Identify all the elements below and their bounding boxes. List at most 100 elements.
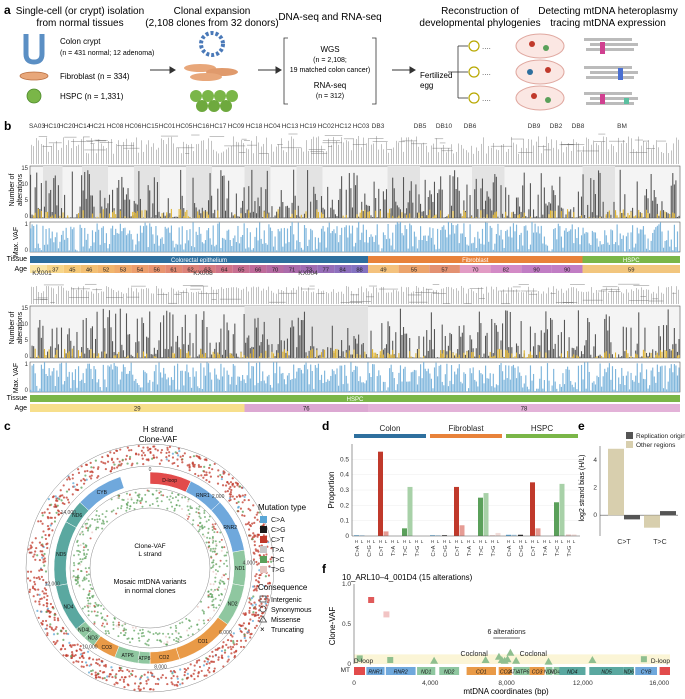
alteration-bar bbox=[167, 198, 169, 218]
variant-point bbox=[231, 477, 234, 480]
variant-point-inner bbox=[208, 537, 211, 540]
variant-point-inner bbox=[225, 559, 228, 562]
variant-point bbox=[173, 671, 177, 674]
variant-point bbox=[186, 667, 190, 670]
vaf-bar bbox=[192, 367, 194, 392]
variant-point-inner bbox=[115, 512, 118, 515]
legend-swatch bbox=[260, 546, 267, 553]
vaf-bar bbox=[268, 224, 270, 252]
vaf-bar bbox=[455, 225, 457, 252]
alteration-bar bbox=[495, 176, 497, 218]
alteration-bar-gold bbox=[494, 355, 496, 358]
variant-point-inner bbox=[96, 520, 99, 523]
colon-label: Colon crypt bbox=[60, 37, 101, 46]
alteration-bar bbox=[454, 170, 456, 218]
variant-point bbox=[226, 660, 229, 663]
alteration-bar bbox=[515, 343, 518, 358]
vaf-bar bbox=[537, 226, 539, 252]
variant-point bbox=[236, 639, 239, 643]
d-strand-l: L bbox=[437, 539, 440, 544]
vaf-bar bbox=[95, 369, 97, 392]
variant-point bbox=[206, 660, 209, 663]
alteration-bar-gold bbox=[418, 348, 420, 358]
donor-label: BM bbox=[617, 123, 627, 130]
donor-label: DB2 bbox=[550, 123, 563, 130]
alteration-bar bbox=[367, 357, 369, 358]
variant-point-inner bbox=[147, 630, 150, 633]
alteration-bar bbox=[206, 327, 208, 358]
alteration-bar bbox=[320, 196, 323, 218]
alteration-bar bbox=[255, 327, 258, 358]
alteration-bar bbox=[659, 336, 661, 358]
variant-point bbox=[109, 451, 112, 454]
fibroblast-culture-icon bbox=[184, 64, 238, 81]
variant-point-inner bbox=[82, 549, 85, 552]
vaf-bar bbox=[437, 228, 439, 252]
vaf-bar bbox=[173, 247, 176, 252]
variant-point-inner bbox=[97, 604, 100, 607]
vaf-bar bbox=[432, 228, 434, 252]
vaf-bar bbox=[599, 363, 601, 392]
variant-point bbox=[65, 490, 69, 493]
variant-point bbox=[76, 643, 79, 646]
d-group-label: HSPC bbox=[531, 424, 553, 433]
alteration-bar-gold bbox=[625, 349, 627, 358]
vaf-bar bbox=[331, 231, 333, 252]
vaf-bar bbox=[156, 384, 159, 392]
vaf-bar bbox=[242, 375, 244, 392]
vaf-bar bbox=[333, 229, 335, 252]
alteration-bar bbox=[457, 177, 459, 218]
f-ytick: 1.0 bbox=[342, 581, 351, 588]
variant-point bbox=[206, 657, 209, 660]
alteration-bar bbox=[76, 214, 78, 218]
alteration-bar bbox=[481, 178, 483, 218]
variant-point bbox=[72, 482, 75, 485]
alteration-bar-gold bbox=[119, 210, 121, 218]
vaf-bar bbox=[483, 383, 485, 392]
variant-point-inner bbox=[177, 638, 180, 641]
variant-point bbox=[168, 451, 171, 454]
f-xtick: 4,000 bbox=[422, 680, 439, 687]
alteration-bar-gold bbox=[522, 217, 524, 218]
variant-point bbox=[176, 680, 180, 684]
vaf-bar bbox=[370, 376, 372, 392]
alteration-bar bbox=[579, 216, 581, 218]
vaf-bar bbox=[426, 371, 428, 392]
vaf-bar bbox=[423, 362, 425, 392]
age-label: 70 bbox=[472, 268, 478, 274]
alteration-bar-gold bbox=[142, 351, 145, 358]
variant-point-inner bbox=[180, 636, 183, 639]
variant-point bbox=[87, 671, 91, 674]
alteration-bar-gold bbox=[492, 214, 494, 218]
variant-point-inner bbox=[214, 540, 217, 543]
vaf-bar bbox=[645, 369, 648, 392]
gene-label: ND5 bbox=[56, 552, 66, 558]
alteration-bar-gold bbox=[633, 216, 635, 218]
variant-point bbox=[41, 536, 44, 539]
alteration-bar bbox=[351, 207, 353, 218]
variant-point bbox=[90, 477, 93, 480]
step1-line2: from normal tissues bbox=[36, 18, 123, 29]
variant-point bbox=[168, 445, 172, 448]
vaf-bar bbox=[532, 373, 535, 392]
d-strand-l: L bbox=[397, 539, 400, 544]
vaf-bar bbox=[319, 242, 321, 252]
variant-point-inner bbox=[84, 544, 87, 547]
vaf-bar bbox=[449, 234, 451, 252]
variant-point bbox=[208, 655, 211, 658]
alteration-bar bbox=[293, 326, 295, 358]
vaf-bar bbox=[30, 228, 32, 252]
variant-point-inner bbox=[76, 580, 79, 583]
variant-point-inner bbox=[74, 576, 77, 579]
variant-point-inner bbox=[104, 629, 107, 632]
d-mut-label: C>A bbox=[507, 545, 513, 556]
alteration-bar bbox=[313, 186, 315, 218]
variant-point-inner bbox=[214, 597, 217, 600]
alteration-bar bbox=[121, 344, 123, 358]
alteration-bar bbox=[42, 325, 44, 358]
alteration-bar-gold bbox=[178, 209, 180, 218]
vaf-bar bbox=[331, 369, 333, 392]
variant-point bbox=[239, 629, 242, 633]
alteration-bar-gold bbox=[207, 214, 210, 218]
